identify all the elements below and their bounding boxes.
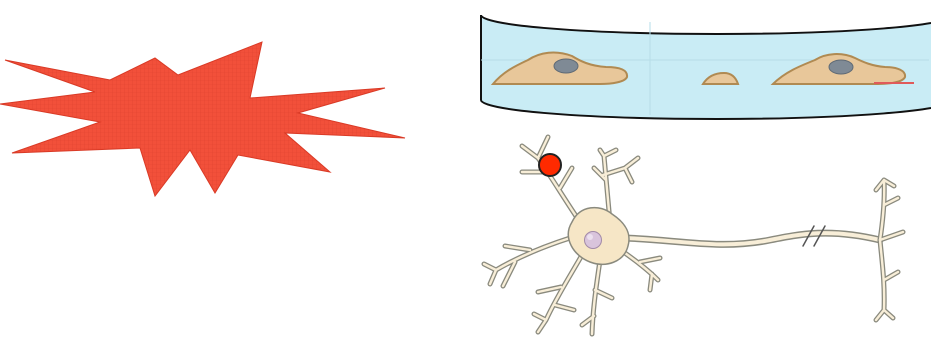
axon: [625, 226, 880, 246]
axon-terminals: [876, 180, 903, 320]
burst-shape: [0, 42, 405, 196]
neuron-nucleus: [585, 232, 602, 249]
neuron-soma: [568, 208, 629, 265]
petri-dish-icon: [481, 15, 931, 119]
burst-icon: [0, 42, 405, 196]
red-dot-marker-icon: [539, 154, 561, 176]
